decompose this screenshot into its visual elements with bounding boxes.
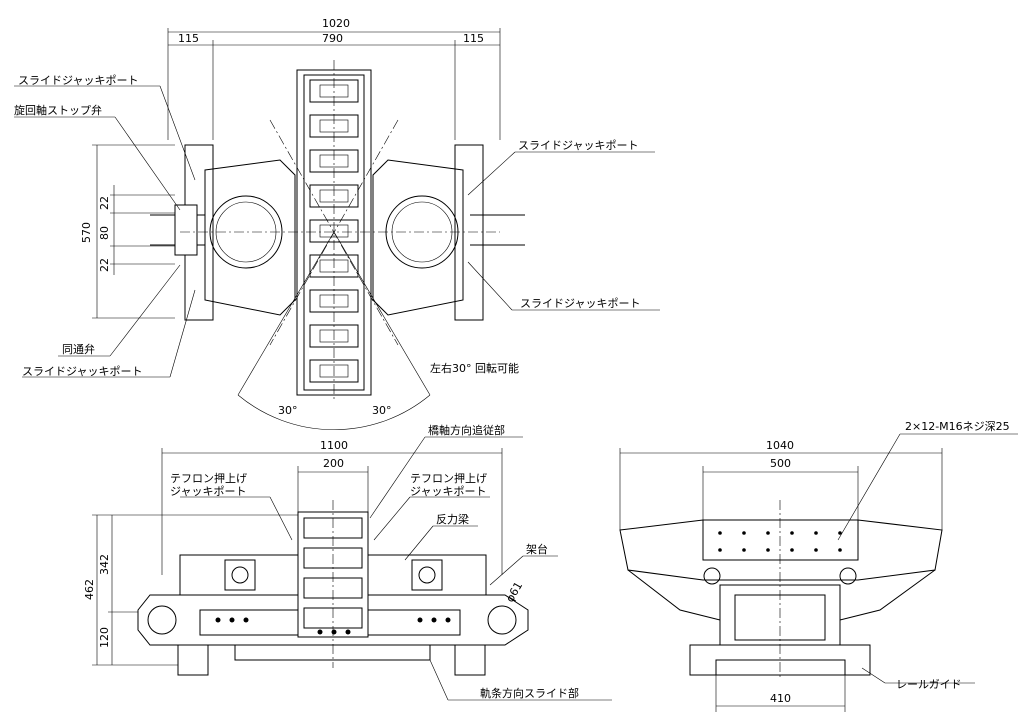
top-dimensions: 1020 115 790 115 (167, 17, 501, 140)
dim-top-upper: 22 (98, 196, 111, 210)
bolt (742, 531, 746, 535)
dim-top-overall: 1020 (322, 17, 350, 30)
dim-top-left: 115 (178, 32, 199, 45)
label-teflon-right-1: テフロン押上げ (410, 471, 487, 485)
dim-side-center: 500 (770, 457, 791, 470)
side-dimensions: 1040 500 410 (619, 439, 943, 712)
bolt (742, 548, 746, 552)
dim-front-upper: 342 (98, 554, 111, 575)
dim-side-bottom: 410 (770, 692, 791, 705)
angle-right: 30° (372, 404, 392, 417)
bolt (417, 617, 423, 623)
front-view: 1100 200 462 342 120 φ61 (83, 423, 612, 701)
label-teflon-right-2: ジャッキポート (410, 485, 486, 498)
bolt (229, 617, 235, 623)
dim-front-center: 200 (323, 457, 344, 470)
top-leaders (14, 85, 660, 378)
dim-top-middle: 80 (98, 226, 111, 240)
label-slide-jack-port-br: スライドジャッキポート (520, 297, 640, 310)
bolt (766, 548, 770, 552)
label-teflon-left-2: ジャッキポート (170, 485, 246, 498)
dim-top-right: 115 (463, 32, 484, 45)
top-view: 1020 115 790 115 570 22 80 22 (14, 17, 660, 430)
dim-front-diameter: φ61 (503, 580, 525, 605)
side-view: 1040 500 410 2×12-M16ネジ深25 レールガイド (619, 420, 1018, 712)
dim-top-height: 570 (80, 222, 93, 243)
dim-front-height: 462 (83, 579, 96, 600)
front-dimensions: 1100 200 462 342 120 (83, 439, 503, 666)
bolt (838, 531, 842, 535)
label-bridge-follow: 橋軸方向追従部 (428, 423, 505, 437)
dim-top-lower: 22 (98, 258, 111, 272)
bolt (431, 617, 437, 623)
label-rail-guide: レールガイド (896, 678, 962, 691)
label-tap-note: 2×12-M16ネジ深25 (905, 420, 1010, 433)
label-swivel-stop-valve: 旋回軸ストップ弁 (14, 103, 102, 117)
label-teflon-left-1: テフロン押上げ (170, 471, 247, 485)
bolt (445, 617, 451, 623)
bolt (766, 531, 770, 535)
label-slide-jack-port-bl: スライドジャッキポート (22, 365, 142, 378)
bolt (838, 548, 842, 552)
bolt (790, 548, 794, 552)
bolt (718, 531, 722, 535)
label-rail-slide: 軌条方向スライド部 (480, 686, 579, 700)
label-stand: 架台 (526, 542, 548, 556)
dim-front-overall: 1100 (320, 439, 348, 452)
label-through-valve: 同通弁 (62, 342, 95, 356)
label-reaction-beam: 反力梁 (436, 512, 469, 526)
bolt (317, 629, 323, 635)
dim-front-lower: 120 (98, 627, 111, 648)
right-housing (372, 144, 525, 321)
left-housing (150, 144, 296, 321)
label-slide-jack-port-tl: スライドジャッキポート (18, 74, 138, 87)
dim-top-center: 790 (322, 32, 343, 45)
bolt (718, 548, 722, 552)
track-link (309, 359, 359, 383)
angle-left: 30° (278, 404, 298, 417)
label-rotation-note: 左右30° 回転可能 (430, 361, 519, 375)
bolt (814, 531, 818, 535)
bolt (814, 548, 818, 552)
top-vertical-dimensions: 570 22 80 22 (80, 144, 175, 319)
bolt (790, 531, 794, 535)
dim-side-overall: 1040 (766, 439, 794, 452)
bolt (215, 617, 221, 623)
label-slide-jack-port-tr: スライドジャッキポート (518, 139, 638, 152)
bolt (345, 629, 351, 635)
bolt (243, 617, 249, 623)
bolt (331, 629, 337, 635)
